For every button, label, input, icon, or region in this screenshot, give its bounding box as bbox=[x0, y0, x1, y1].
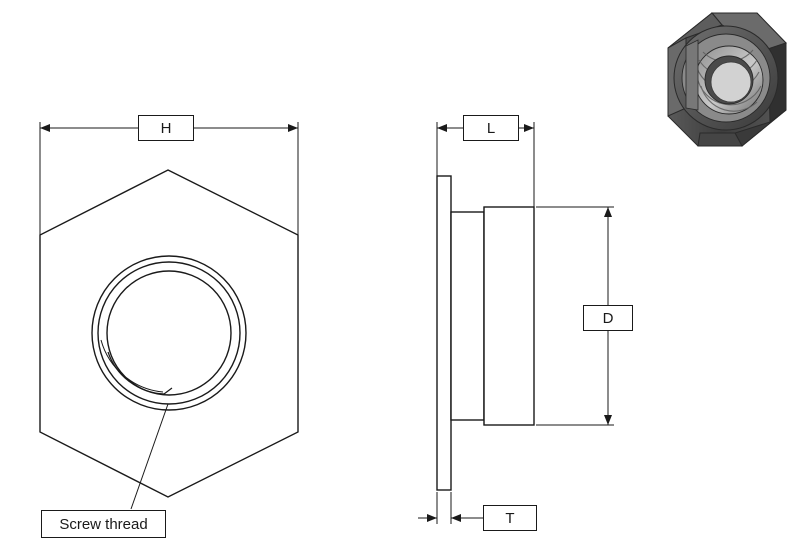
dimension-label-d: D bbox=[583, 305, 633, 331]
dimension-label-t: T bbox=[483, 505, 537, 531]
dimension-D bbox=[536, 206, 614, 426]
dimension-L bbox=[436, 122, 535, 211]
dimension-H bbox=[39, 122, 299, 238]
dimension-T bbox=[418, 492, 483, 524]
screw-thread-leader bbox=[130, 403, 169, 510]
dimension-label-h: H bbox=[138, 115, 194, 141]
side-view bbox=[436, 175, 535, 491]
iso-view bbox=[667, 12, 787, 147]
front-view bbox=[39, 169, 299, 498]
callout-screw-thread: Screw thread bbox=[41, 510, 166, 538]
dimension-label-l: L bbox=[463, 115, 519, 141]
